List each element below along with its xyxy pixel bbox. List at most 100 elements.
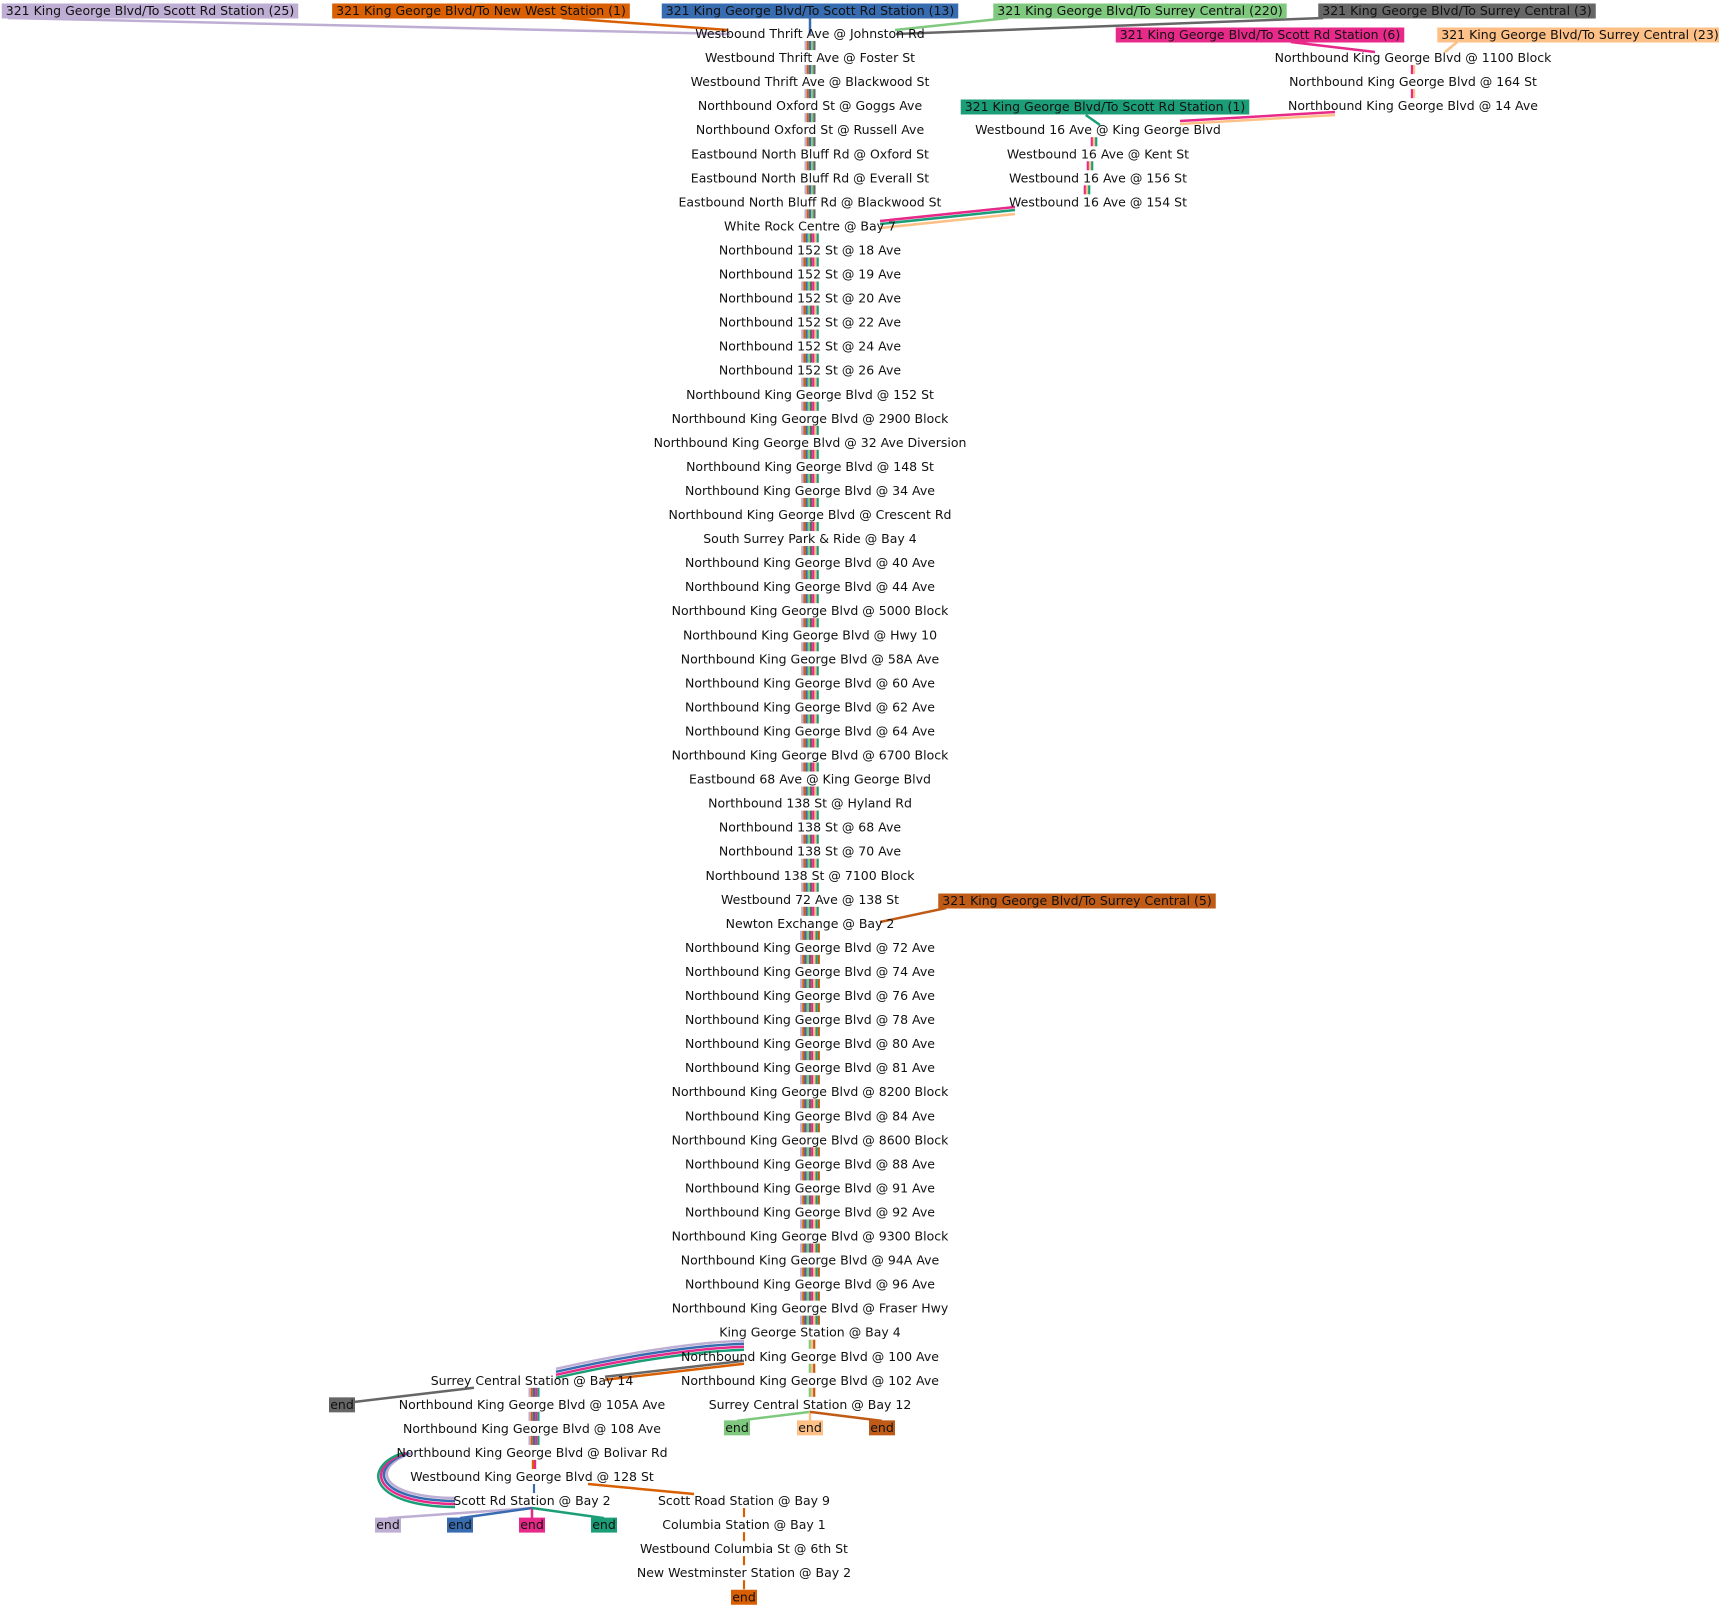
route-lines-layer <box>7 16 1459 1520</box>
branch-16ave-stop-label: Westbound 16 Ave @ Kent St <box>1007 146 1189 161</box>
trunk-stop-label: Northbound 152 St @ 19 Ave <box>719 267 902 282</box>
route-badge-sc23: 321 King George Blvd/To Surrey Central (… <box>1437 27 1719 43</box>
trunk-stop-label: Northbound King George Blvd @ 96 Ave <box>685 1277 935 1292</box>
trunk-stop-label: Eastbound 68 Ave @ King George Blvd <box>689 772 931 787</box>
end-badge-label: end <box>592 1517 616 1532</box>
route-badge-label: 321 King George Blvd/To Scott Rd Station… <box>1120 27 1401 42</box>
scott-branch-stop-label: Northbound King George Blvd @ 108 Ave <box>403 1421 661 1436</box>
route-line-sr13 <box>382 1451 456 1503</box>
route-line-sc5 <box>809 1410 883 1423</box>
newwest-stop-label: New Westminster Station @ Bay 2 <box>637 1565 851 1580</box>
branch-east-stop-label: Northbound King George Blvd @ 14 Ave <box>1288 98 1538 113</box>
scott-branch-stop-label: Northbound King George Blvd @ Bolivar Rd <box>396 1445 667 1460</box>
route-badge-box <box>1115 27 1405 43</box>
route-line-nw1 <box>587 1482 695 1496</box>
route-badge-box <box>960 99 1250 115</box>
trunk-stop-label: White Rock Centre @ Bay 7 <box>724 218 896 233</box>
trunk-stop-label: Northbound Oxford St @ Russell Ave <box>696 122 925 137</box>
trunk-stop-label: Northbound King George Blvd @ 80 Ave <box>685 1036 935 1051</box>
route-line-sr6 <box>1290 40 1376 54</box>
route-line-sr6 <box>555 1345 745 1377</box>
end-badge-sr13: end <box>447 1517 473 1533</box>
trunk-stop-label: Northbound 138 St @ 70 Ave <box>719 844 902 859</box>
trunk-stop-label: Northbound King George Blvd @ 34 Ave <box>685 483 935 498</box>
end-badge-sc23: end <box>797 1420 823 1436</box>
route-line-sr6 <box>1179 110 1336 123</box>
route-badge-box <box>1437 27 1719 43</box>
end-badge-box <box>375 1517 401 1533</box>
route-line-sr13 <box>555 1342 745 1374</box>
route-line-sc3 <box>354 1386 475 1404</box>
route-line-sr1 <box>377 1451 456 1509</box>
trunk-stop-label: Surrey Central Station @ Bay 12 <box>709 1397 912 1412</box>
route-badge-box <box>938 893 1216 909</box>
route-badge-box <box>661 3 959 19</box>
route-line-sc220 <box>736 1410 811 1423</box>
route-line-sr1 <box>879 208 1016 226</box>
trunk-stop-label: Eastbound North Bluff Rd @ Oxford St <box>691 146 929 161</box>
trunk-stop-label: Northbound King George Blvd @ 8600 Block <box>672 1132 950 1147</box>
route-badge-sr1: 321 King George Blvd/To Scott Rd Station… <box>960 99 1250 115</box>
route-badges-layer: 321 King George Blvd/To Scott Rd Station… <box>1 3 1719 1605</box>
trunk-stop-label: Northbound 152 St @ 20 Ave <box>719 291 902 306</box>
route-badge-box <box>1 3 299 19</box>
route-line-sc23 <box>1179 113 1336 126</box>
route-line-sr1 <box>555 1348 745 1380</box>
end-badge-label: end <box>732 1589 756 1604</box>
route-badge-box <box>993 3 1287 19</box>
trunk-stop-label: Northbound King George Blvd @ 44 Ave <box>685 579 935 594</box>
trunk-stop-label: Northbound King George Blvd @ 64 Ave <box>685 723 935 738</box>
branch-16ave-stop-label: Westbound 16 Ave @ King George Blvd <box>975 122 1221 137</box>
route-badge-sc5: 321 King George Blvd/To Surrey Central (… <box>938 893 1216 909</box>
trunk-stop-label: Northbound King George Blvd @ 76 Ave <box>685 988 935 1003</box>
route-badge-label: 321 King George Blvd/To Scott Rd Station… <box>965 99 1246 114</box>
trunk-stop-label: Northbound King George Blvd @ 148 St <box>686 459 934 474</box>
end-badge-box <box>591 1517 617 1533</box>
end-badge-box <box>731 1589 757 1605</box>
trunk-stop-label: Northbound King George Blvd @ Hwy 10 <box>683 627 937 642</box>
trunk-stop-label: Northbound King George Blvd @ 88 Ave <box>685 1156 935 1171</box>
newwest-stop-label: Westbound Columbia St @ 6th St <box>640 1541 848 1556</box>
route-badge-label: 321 King George Blvd/To Surrey Central (… <box>1441 27 1718 42</box>
trunk-stop-label: Northbound 138 St @ 68 Ave <box>719 820 902 835</box>
route-line-nw1 <box>562 16 729 32</box>
route-line-sc3 <box>604 1359 745 1379</box>
route-badge-label: 321 King George Blvd/To Surrey Central (… <box>997 3 1282 18</box>
trunk-stop-label: Northbound 152 St @ 26 Ave <box>719 363 902 378</box>
trunk-stop-label: South Surrey Park & Ride @ Bay 4 <box>703 531 917 546</box>
trunk-stop-label: Northbound King George Blvd @ Crescent R… <box>669 507 952 522</box>
end-badge-box <box>519 1517 545 1533</box>
scott-branch-stop-label: Northbound King George Blvd @ 105A Ave <box>399 1397 666 1412</box>
end-badge-sc3: end <box>329 1397 355 1413</box>
route-badge-sc3: 321 King George Blvd/To Surrey Central (… <box>1318 3 1596 19</box>
route-line-sr25 <box>387 1506 533 1520</box>
end-badge-label: end <box>520 1517 544 1532</box>
trunk-stop-label: Eastbound North Bluff Rd @ Blackwood St <box>679 194 942 209</box>
trunk-stop-label: Northbound King George Blvd @ 2900 Block <box>672 411 950 426</box>
trunk-stop-label: Westbound Thrift Ave @ Johnston Rd <box>695 26 924 41</box>
route-badge-sr13: 321 King George Blvd/To Scott Rd Station… <box>661 3 959 19</box>
scott-branch-stop-label: Surrey Central Station @ Bay 14 <box>431 1373 634 1388</box>
trunk-stop-label: Northbound King George Blvd @ 81 Ave <box>685 1060 935 1075</box>
trunk-stop-label: Northbound King George Blvd @ 94A Ave <box>681 1253 940 1268</box>
trunk-stop-label: Northbound 152 St @ 24 Ave <box>719 339 902 354</box>
end-badge-sr1: end <box>591 1517 617 1533</box>
route-line-nw1 <box>604 1362 745 1382</box>
trunk-stop-label: Newton Exchange @ Bay 2 <box>726 916 895 931</box>
newwest-stop-label: Scott Road Station @ Bay 9 <box>658 1493 830 1508</box>
trunk-stop-label: Northbound King George Blvd @ 40 Ave <box>685 555 935 570</box>
route-line-sr25 <box>555 1339 745 1371</box>
trunk-stop-label: Northbound King George Blvd @ 91 Ave <box>685 1180 935 1195</box>
trunk-stop-label: Northbound King George Blvd @ Fraser Hwy <box>672 1301 949 1316</box>
trunk-stop-label: Northbound King George Blvd @ 72 Ave <box>685 940 935 955</box>
route-line-sr1 <box>531 1506 605 1520</box>
end-badge-label: end <box>448 1517 472 1532</box>
trunk-stop-label: Northbound King George Blvd @ 100 Ave <box>681 1349 939 1364</box>
route-line-sc5 <box>879 906 947 924</box>
branch-16ave-stop-label: Westbound 16 Ave @ 154 St <box>1009 194 1187 209</box>
route-line-sr25 <box>385 1451 456 1500</box>
end-badge-box <box>869 1420 895 1436</box>
trunk-stop-label: Northbound King George Blvd @ 9300 Block <box>672 1229 950 1244</box>
end-badge-label: end <box>798 1420 822 1435</box>
route-badge-label: 321 King George Blvd/To Scott Rd Station… <box>6 3 295 18</box>
